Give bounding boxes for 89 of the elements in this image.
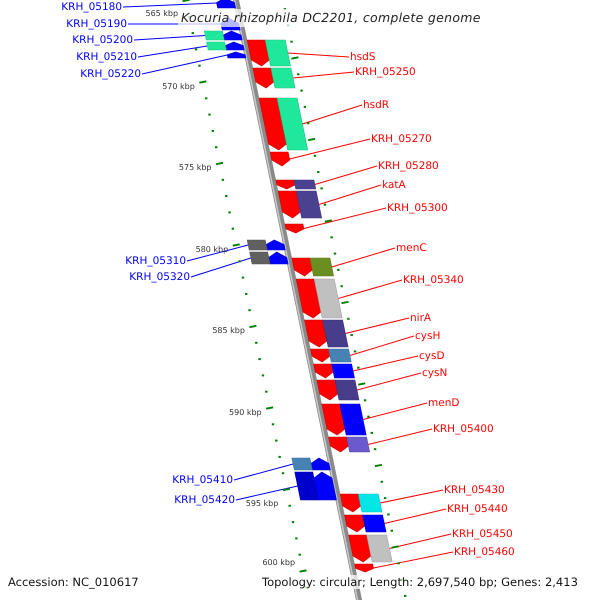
- gene-feature: [206, 42, 245, 50]
- gene-label: KRH_05440: [447, 503, 508, 515]
- leader-line: [234, 464, 294, 480]
- tick-label: 595 kbp: [246, 499, 278, 508]
- leader-line: [292, 72, 354, 78]
- footer-text: Accession: NC_010617: [8, 575, 139, 589]
- tick-label: 585 kbp: [212, 326, 245, 335]
- gene-feature: [321, 404, 367, 436]
- gene-label: KRH_05430: [444, 484, 505, 496]
- gene-label: KRH_05410: [172, 474, 233, 486]
- gene-label: cysH: [415, 330, 440, 342]
- leader-line: [314, 166, 378, 185]
- gene-feature: [204, 30, 243, 40]
- gene-label: KRH_05270: [371, 133, 432, 145]
- gene-feature: [276, 180, 316, 190]
- gene-label: KRH_05320: [129, 271, 190, 283]
- leader-line: [287, 52, 350, 58]
- tick-label: 565 kbp: [145, 8, 178, 18]
- gene-label: KRH_05280: [378, 160, 439, 172]
- leader-line: [352, 356, 418, 372]
- leader-line: [190, 258, 252, 278]
- leader-line: [380, 490, 444, 504]
- leader-line: [318, 184, 382, 205]
- leader-line: [331, 248, 396, 268]
- leader-line: [303, 208, 386, 229]
- tick-label: 600 kbp: [262, 558, 296, 566]
- gene-feature: [226, 52, 246, 58]
- gene-feature: [292, 258, 334, 276]
- leader-line: [349, 336, 414, 356]
- gene-label: KRH_05300: [387, 202, 448, 214]
- tick-label: 570 kbp: [162, 82, 195, 90]
- gene-feature: [348, 534, 393, 562]
- gene-label: KRH_05220: [80, 68, 141, 80]
- gene-label: KRH_05180: [61, 1, 122, 13]
- leader-line: [356, 372, 422, 390]
- leader-line: [236, 486, 298, 500]
- leader-line: [372, 552, 454, 568]
- gene-label: katA: [382, 179, 406, 191]
- leader-line: [289, 138, 370, 160]
- leader-line: [186, 244, 249, 262]
- gene-feature: [304, 320, 348, 348]
- gene-label: KRH_05340: [403, 274, 464, 286]
- gene-feature: [278, 190, 322, 218]
- gene-feature: [284, 224, 304, 234]
- gene-feature: [292, 458, 331, 470]
- leader-line: [122, 2, 218, 8]
- gene-feature: [340, 494, 382, 512]
- gene-label: cysN: [422, 367, 448, 379]
- gene-feature: [249, 252, 288, 264]
- gene-label: KRH_05400: [433, 423, 494, 435]
- leader-line: [338, 280, 402, 299]
- gene-feature: [316, 380, 360, 400]
- gene-label: KRH_05450: [452, 528, 513, 540]
- leader-line: [302, 104, 362, 124]
- gene-label: KRH_05250: [355, 66, 416, 78]
- leader-line: [384, 508, 446, 524]
- gene-feature: [344, 514, 386, 532]
- gene-label: hsdR: [363, 99, 390, 111]
- gene-label: cysD: [419, 350, 445, 362]
- gene-feature: [246, 240, 286, 250]
- gene-feature: [294, 472, 337, 500]
- footer-text: Topology: circular; Length: 2,697,540 bp; Genes: 2,413: [262, 575, 578, 589]
- gene-feature: [252, 68, 296, 88]
- gene-label: KRH_05420: [174, 494, 235, 506]
- gene-label: hsdS: [350, 51, 376, 63]
- gene-feature: [258, 98, 308, 150]
- tick-label: 575 kbp: [178, 163, 212, 172]
- gene-feature: [313, 364, 355, 378]
- gene-label: KRH_05210: [76, 51, 137, 63]
- leader-line: [344, 318, 410, 334]
- gene-feature: [246, 40, 291, 66]
- gene-label: KRH_05310: [125, 255, 186, 267]
- gene-label: menD: [428, 397, 460, 409]
- gene-label: KRH_05460: [454, 546, 515, 558]
- leader-line: [362, 402, 428, 420]
- gene-label: menC: [396, 242, 427, 254]
- gene-label: nirA: [410, 312, 432, 324]
- gene-label: KRH_05190: [66, 18, 127, 30]
- tick-label: 580 kbp: [196, 244, 228, 254]
- leader-line: [138, 46, 208, 58]
- leader-line: [134, 35, 206, 40]
- tick-label: 590 kbp: [229, 408, 262, 416]
- leader-line: [142, 54, 228, 74]
- leader-line: [388, 534, 452, 549]
- leader-line: [368, 428, 432, 445]
- gene-feature: [328, 436, 370, 452]
- gene-feature: [296, 278, 343, 318]
- gene-label: KRH_05200: [72, 34, 133, 46]
- gene-feature: [310, 348, 352, 362]
